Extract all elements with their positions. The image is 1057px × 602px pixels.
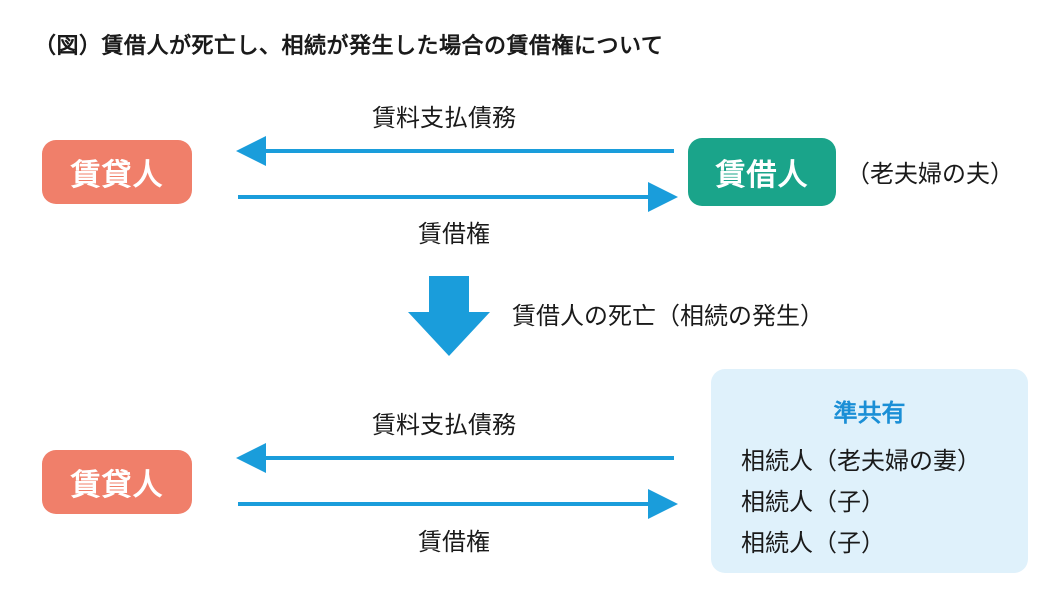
borrower-note: （老夫婦の夫） bbox=[846, 160, 1014, 188]
co-ownership-box: 準共有 相続人（老夫婦の妻） 相続人（子） 相続人（子） bbox=[711, 369, 1028, 573]
arrow-rent-top bbox=[236, 136, 674, 166]
lease-right-label-top: 賃借権 bbox=[418, 220, 490, 248]
borrower-box: 賃借人 bbox=[688, 138, 836, 206]
arrow-lease-right-top bbox=[238, 182, 678, 212]
death-inheritance-label: 賃借人の死亡（相続の発生） bbox=[512, 302, 824, 330]
co-ownership-title: 準共有 bbox=[833, 399, 906, 427]
lease-right-label-bottom: 賃借権 bbox=[418, 528, 490, 556]
rent-obligation-label-top: 賃料支払債務 bbox=[372, 104, 516, 132]
heir-item: 相続人（子） bbox=[741, 488, 885, 516]
heir-item: 相続人（老夫婦の妻） bbox=[741, 447, 981, 475]
lender-box-bottom: 賃貸人 bbox=[42, 450, 192, 514]
lender-box-top: 賃貸人 bbox=[42, 140, 192, 204]
down-arrow-icon bbox=[408, 276, 490, 356]
arrow-rent-bottom bbox=[236, 443, 674, 473]
figure-title: （図）賃借人が死亡し、相続が発生した場合の賃借権について bbox=[34, 34, 664, 59]
heir-item: 相続人（子） bbox=[741, 529, 885, 557]
rent-obligation-label-bottom: 賃料支払債務 bbox=[372, 411, 516, 439]
arrow-lease-right-bottom bbox=[238, 489, 678, 519]
